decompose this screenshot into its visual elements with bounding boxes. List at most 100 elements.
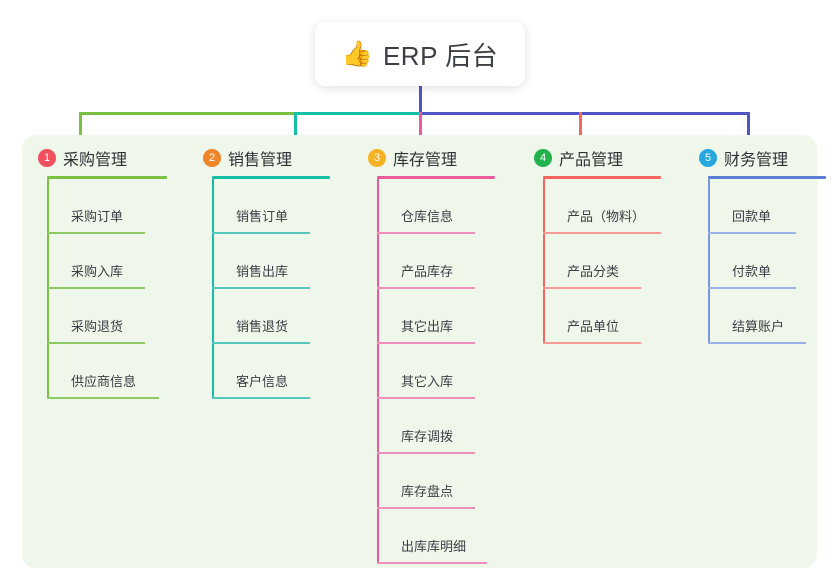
column-items: 销售订单 销售出库 销售退货 客户信息 xyxy=(187,179,337,399)
column-badge: 5 xyxy=(699,149,717,167)
list-item[interactable]: 供应商信息 xyxy=(47,344,172,399)
column-header[interactable]: 4 产品管理 xyxy=(518,146,668,170)
list-item-label: 产品分类 xyxy=(567,264,620,279)
list-item[interactable]: 回款单 xyxy=(708,179,833,234)
list-item[interactable]: 产品（物料） xyxy=(543,179,668,234)
list-item-underline xyxy=(47,342,145,344)
connector-leg-3 xyxy=(419,112,422,140)
column-underline xyxy=(377,176,495,179)
list-item-label: 销售订单 xyxy=(236,209,289,224)
thumbs-up-icon: 👍 xyxy=(341,39,373,68)
column-badge: 3 xyxy=(368,149,386,167)
column-spine xyxy=(212,179,214,399)
column-product: 4 产品管理 产品（物料） 产品分类 产品单位 xyxy=(518,146,668,344)
list-item-underline xyxy=(212,287,310,289)
list-item[interactable]: 产品分类 xyxy=(543,234,668,289)
list-item[interactable]: 销售出库 xyxy=(212,234,337,289)
column-header[interactable]: 2 销售管理 xyxy=(187,146,337,170)
connector-leg-1 xyxy=(79,112,82,140)
list-item[interactable]: 销售退货 xyxy=(212,289,337,344)
list-item-label: 仓库信息 xyxy=(401,209,454,224)
list-item-label: 出库库明细 xyxy=(401,539,467,554)
list-item[interactable]: 采购入库 xyxy=(47,234,172,289)
column-badge: 2 xyxy=(203,149,221,167)
list-item[interactable]: 仓库信息 xyxy=(377,179,502,234)
list-item-label: 销售出库 xyxy=(236,264,289,279)
list-item[interactable]: 其它出库 xyxy=(377,289,502,344)
root-node-card[interactable]: 👍 ERP 后台 xyxy=(315,22,525,86)
list-item[interactable]: 销售订单 xyxy=(212,179,337,234)
connector-leg-4 xyxy=(579,112,582,140)
column-header[interactable]: 5 财务管理 xyxy=(683,146,833,170)
column-title: 采购管理 xyxy=(63,152,128,169)
list-item[interactable]: 产品单位 xyxy=(543,289,668,344)
list-item[interactable]: 产品库存 xyxy=(377,234,502,289)
column-items: 产品（物料） 产品分类 产品单位 xyxy=(518,179,668,344)
list-item-label: 采购退货 xyxy=(71,319,124,334)
list-item[interactable]: 出库库明细 xyxy=(377,509,502,564)
list-item-label: 其它入库 xyxy=(401,374,454,389)
list-item[interactable]: 采购订单 xyxy=(47,179,172,234)
column-underline xyxy=(543,176,661,179)
column-spine xyxy=(708,179,710,344)
connector-leg-5 xyxy=(747,112,750,140)
column-title: 销售管理 xyxy=(228,152,293,169)
list-item-label: 库存盘点 xyxy=(401,484,454,499)
column-spine xyxy=(377,179,379,564)
root-node-title: ERP 后台 xyxy=(382,40,499,71)
list-item-label: 结算账户 xyxy=(732,319,785,334)
connector-bus-segment-1 xyxy=(79,112,296,115)
list-item-underline xyxy=(377,397,475,399)
list-item-underline xyxy=(708,232,796,234)
list-item-label: 供应商信息 xyxy=(71,374,137,389)
list-item-underline xyxy=(708,287,796,289)
list-item-underline xyxy=(708,342,806,344)
connector-trunk-vertical xyxy=(419,86,422,114)
list-item[interactable]: 库存调拨 xyxy=(377,399,502,454)
list-item-underline xyxy=(47,397,159,399)
list-item[interactable]: 采购退货 xyxy=(47,289,172,344)
column-inventory: 3 库存管理 仓库信息 产品库存 其它出库 其它入库 库存调拨 库存盘点 xyxy=(352,146,502,564)
column-items: 仓库信息 产品库存 其它出库 其它入库 库存调拨 库存盘点 出库库明细 xyxy=(352,179,502,564)
connector-bus-segment-3 xyxy=(419,112,750,115)
list-item-label: 产品单位 xyxy=(567,319,620,334)
column-underline xyxy=(708,176,826,179)
list-item-label: 销售退货 xyxy=(236,319,289,334)
list-item-underline xyxy=(377,507,475,509)
list-item[interactable]: 客户信息 xyxy=(212,344,337,399)
list-item-label: 采购入库 xyxy=(71,264,124,279)
list-item[interactable]: 结算账户 xyxy=(708,289,833,344)
list-item[interactable]: 付款单 xyxy=(708,234,833,289)
list-item-underline xyxy=(377,232,475,234)
list-item-label: 付款单 xyxy=(732,264,772,279)
list-item-underline xyxy=(377,342,475,344)
list-item-label: 产品（物料） xyxy=(567,209,646,224)
list-item-label: 产品库存 xyxy=(401,264,454,279)
list-item-underline xyxy=(212,397,310,399)
column-sales: 2 销售管理 销售订单 销售出库 销售退货 客户信息 xyxy=(187,146,337,399)
list-item-underline xyxy=(47,232,145,234)
list-item[interactable]: 其它入库 xyxy=(377,344,502,399)
list-item-underline xyxy=(543,232,661,234)
list-item-underline xyxy=(212,342,310,344)
column-badge: 4 xyxy=(534,149,552,167)
column-finance: 5 财务管理 回款单 付款单 结算账户 xyxy=(683,146,833,344)
column-title: 库存管理 xyxy=(393,152,458,169)
list-item-underline xyxy=(377,287,475,289)
column-underline xyxy=(212,176,330,179)
column-spine xyxy=(543,179,545,344)
column-header[interactable]: 1 采购管理 xyxy=(22,146,172,170)
list-item-underline xyxy=(377,562,487,564)
column-badge: 1 xyxy=(38,149,56,167)
list-item[interactable]: 库存盘点 xyxy=(377,454,502,509)
column-title: 产品管理 xyxy=(559,152,624,169)
column-purchasing: 1 采购管理 采购订单 采购入库 采购退货 供应商信息 xyxy=(22,146,172,399)
column-underline xyxy=(47,176,167,179)
column-header[interactable]: 3 库存管理 xyxy=(352,146,502,170)
list-item-underline xyxy=(212,232,310,234)
list-item-underline xyxy=(543,287,641,289)
list-item-label: 客户信息 xyxy=(236,374,289,389)
connector-bus-segment-2 xyxy=(294,112,425,115)
column-items: 回款单 付款单 结算账户 xyxy=(683,179,833,344)
diagram-panel xyxy=(22,135,817,568)
